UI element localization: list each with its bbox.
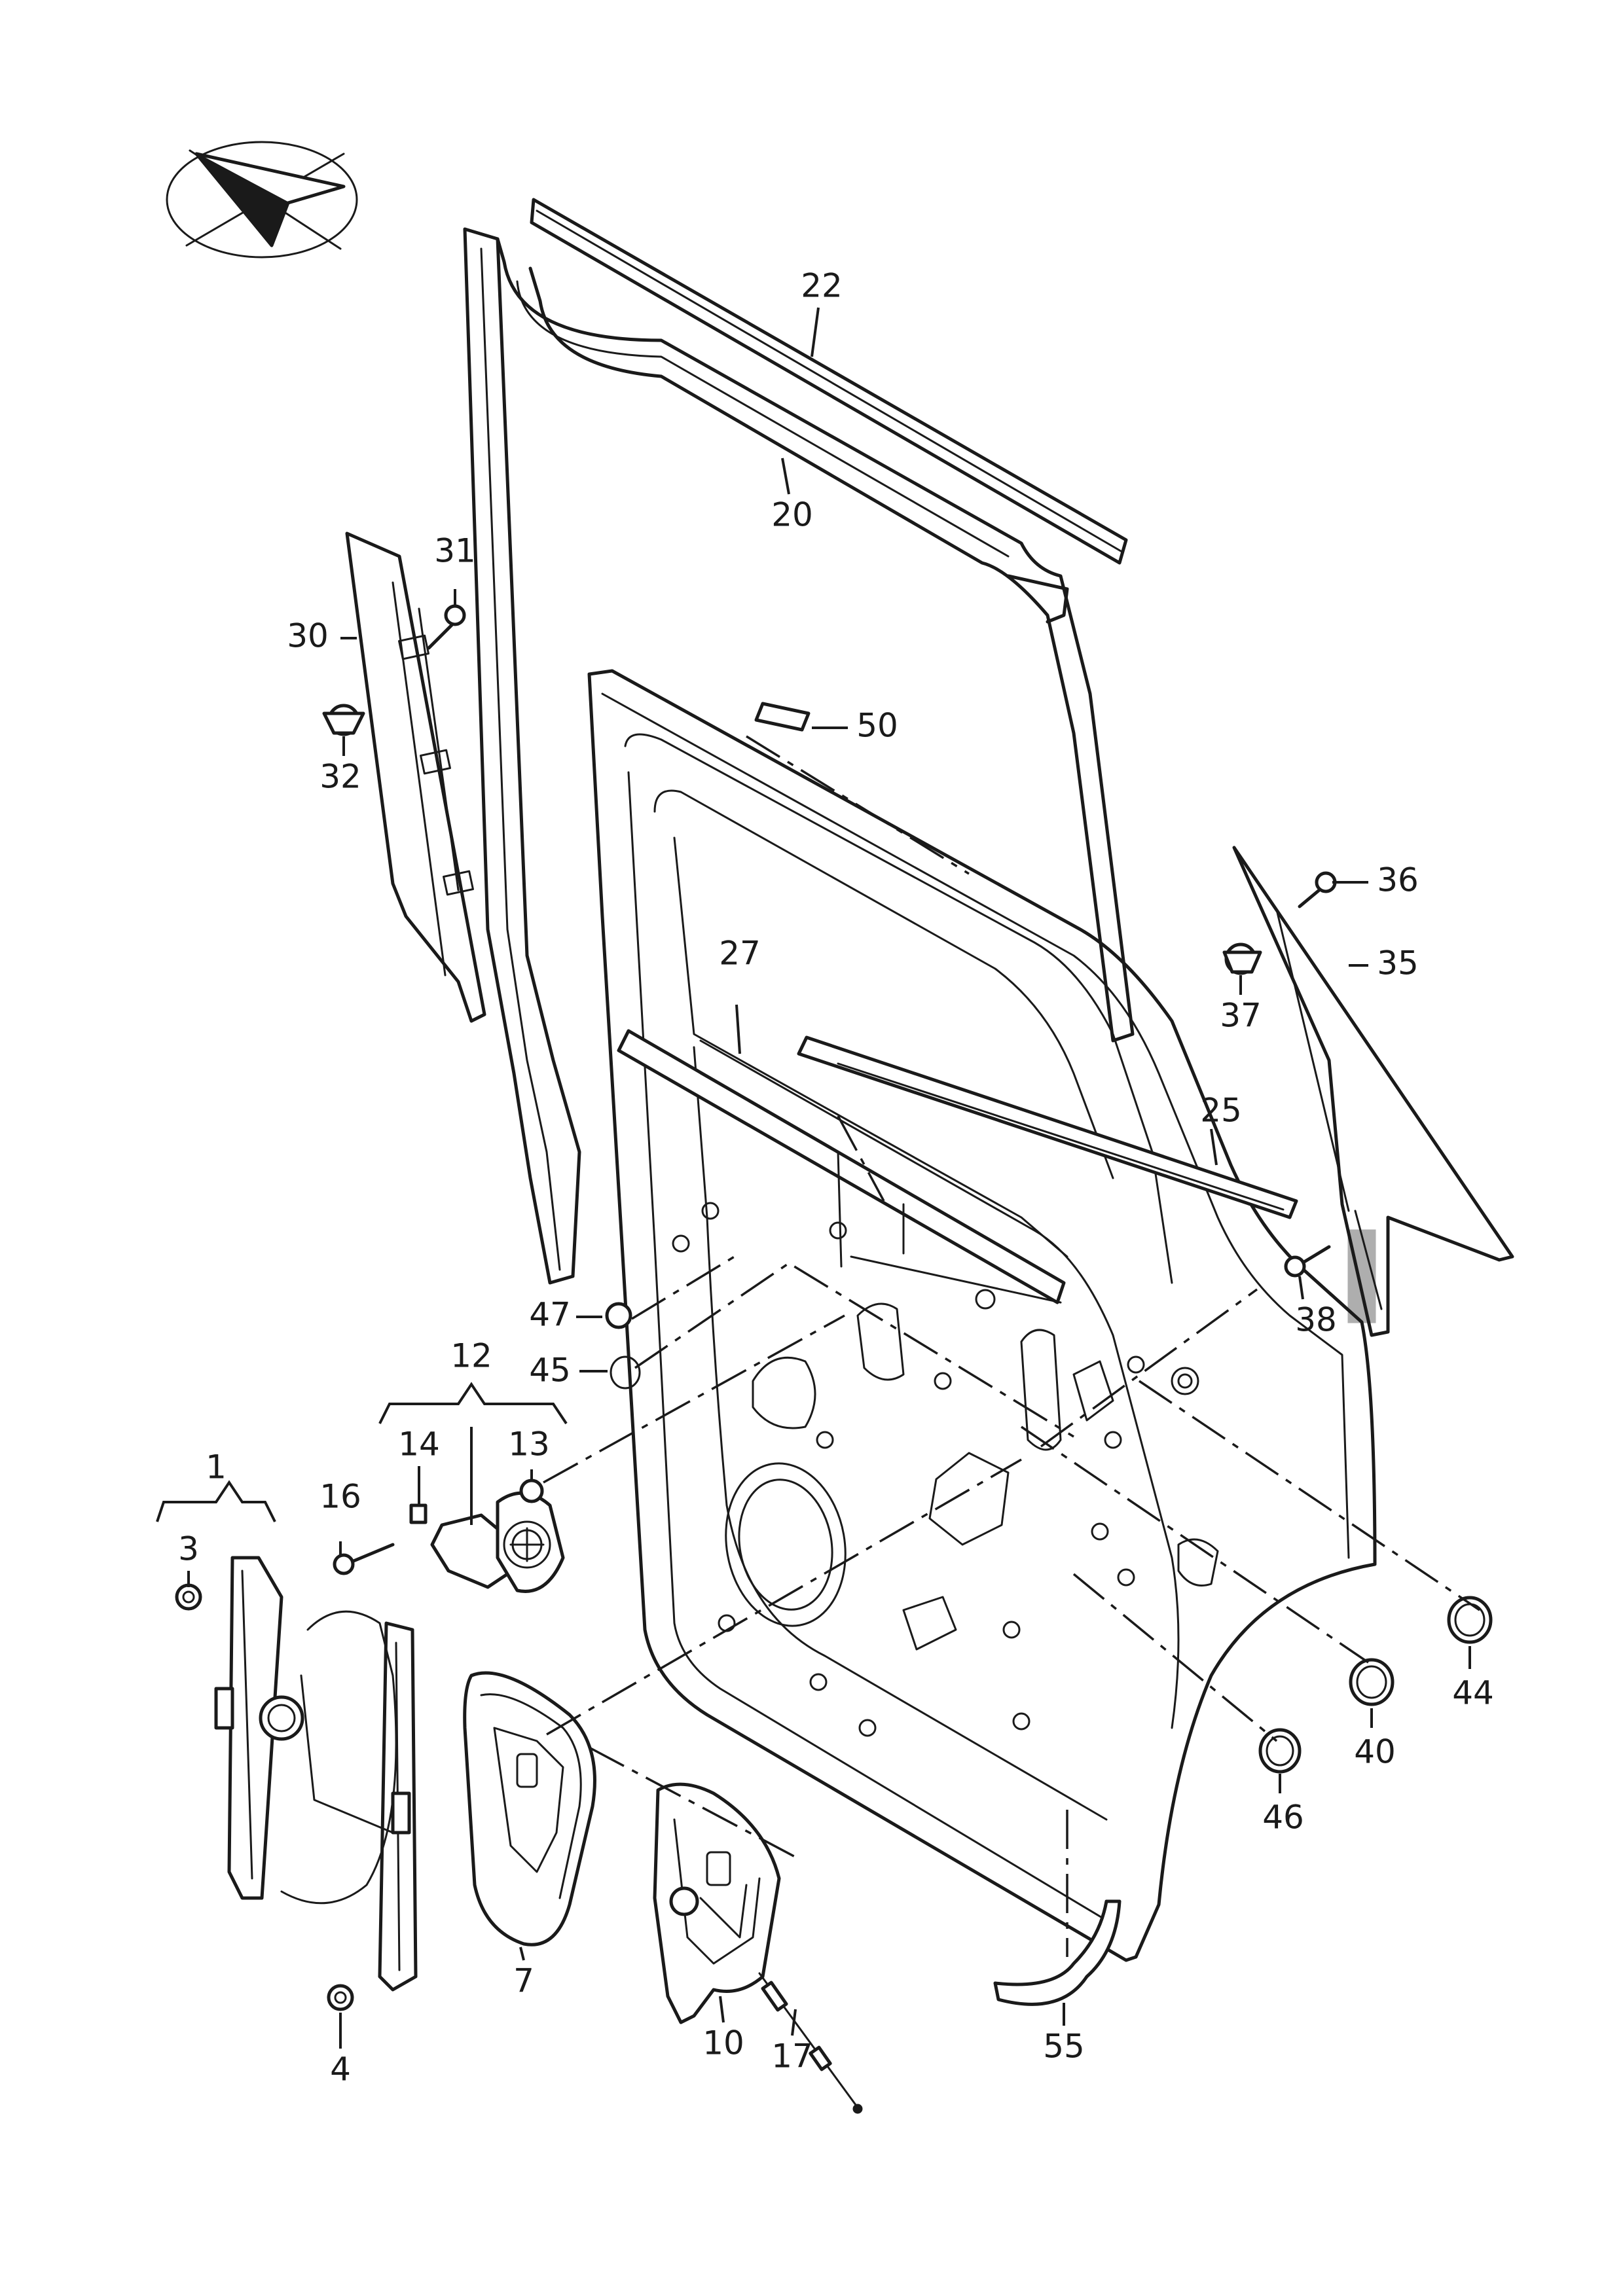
pillar-trim-part-30	[345, 531, 486, 1023]
label-sticker-part-50	[754, 702, 811, 732]
callout-7: 7	[513, 1962, 534, 2000]
callout-10: 10	[702, 2024, 744, 2062]
callout-12: 12	[450, 1337, 492, 1375]
callout-46: 46	[1262, 1799, 1304, 1837]
trim-panel-part-7	[463, 1671, 596, 1946]
grommet-part-13	[519, 1479, 544, 1503]
cable-part-17	[758, 1972, 863, 2114]
callout-32: 32	[319, 758, 361, 796]
callout-20: 20	[771, 496, 813, 534]
callout-38: 38	[1295, 1301, 1337, 1339]
callout-22: 22	[801, 267, 843, 305]
callout-25: 25	[1200, 1092, 1242, 1130]
callout-labels: 1 3 4 7 10 12 13 14 16 17 20 22 25 27 30…	[178, 267, 1494, 2089]
callout-37: 37	[1220, 997, 1262, 1035]
lock-module-part-10	[653, 1782, 781, 2024]
screw-part-38	[1284, 1245, 1331, 1278]
screw-part-31	[427, 604, 466, 650]
arch-seal-part-55	[993, 1899, 1122, 2006]
callout-16: 16	[319, 1478, 361, 1516]
callout-1: 1	[206, 1448, 227, 1486]
clip-part-37	[1222, 942, 1262, 975]
inner-belt-weatherstrip-part-27	[617, 1029, 1066, 1304]
callout-45: 45	[529, 1352, 571, 1390]
window-regulator-part-1	[214, 1556, 418, 1992]
clip-part-32	[322, 704, 365, 736]
o-ring-part-45	[610, 1355, 641, 1390]
callout-35: 35	[1377, 944, 1419, 982]
screw-part-36	[1298, 871, 1337, 908]
orientation-arrow-icon	[166, 141, 358, 259]
grommet-part-40	[1349, 1658, 1395, 1706]
callout-3: 3	[178, 1530, 199, 1568]
clip-part-14	[409, 1503, 428, 1524]
window-motor-part-12	[430, 1491, 565, 1593]
upper-window-channel-part-22	[530, 198, 1128, 565]
callout-17: 17	[771, 2037, 813, 2075]
callout-55: 55	[1043, 2028, 1085, 2066]
plug-part-47	[605, 1302, 632, 1329]
callout-13: 13	[508, 1426, 550, 1463]
grommet-part-46	[1258, 1728, 1302, 1774]
callout-31: 31	[434, 532, 476, 570]
callout-36: 36	[1377, 861, 1419, 899]
outer-belt-weatherstrip-part-25	[797, 1035, 1298, 1219]
callout-30: 30	[287, 617, 329, 655]
callout-44: 44	[1452, 1674, 1494, 1712]
callout-40: 40	[1354, 1733, 1396, 1771]
grommet-part-44	[1447, 1596, 1493, 1644]
callout-4: 4	[330, 2051, 351, 2089]
callout-50: 50	[856, 707, 898, 745]
callout-14: 14	[398, 1426, 440, 1463]
callout-47: 47	[529, 1296, 571, 1334]
door-frame-seal-part-20	[463, 227, 1135, 1285]
leader-lines	[156, 307, 1471, 2049]
assembly-lines	[543, 735, 1480, 1957]
callout-27: 27	[719, 935, 761, 973]
bolt-part-16	[333, 1543, 395, 1575]
corner-trim-part-35	[1232, 846, 1514, 1337]
nut-part-3	[175, 1583, 202, 1611]
door-inner-panel	[587, 669, 1377, 1962]
nut-part-4	[327, 1984, 354, 2011]
